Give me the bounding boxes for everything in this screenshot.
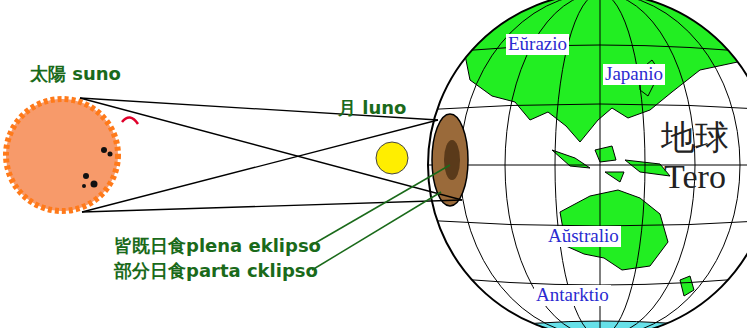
light-rays (80, 98, 462, 212)
moon-label: 月 luno (338, 98, 406, 118)
continent-label: Eŭrazio (506, 34, 569, 55)
sun-figure (6, 99, 138, 211)
country-label: Japanio (603, 64, 665, 85)
eclipse-label: 皆既日食plena eklipso (114, 236, 321, 256)
moon-figure (376, 142, 408, 174)
earth-globe (420, 0, 747, 328)
leader-lines (310, 165, 450, 270)
earth-label: 地球 Tero (650, 118, 740, 196)
continent-label: Aŭstralio (546, 226, 621, 247)
eclipse-label: 部分日食parta cklipso (114, 261, 318, 281)
continent-label: Antarktio (534, 285, 611, 306)
sun-label: 太陽 suno (30, 64, 121, 84)
moon-shadow (432, 114, 468, 206)
